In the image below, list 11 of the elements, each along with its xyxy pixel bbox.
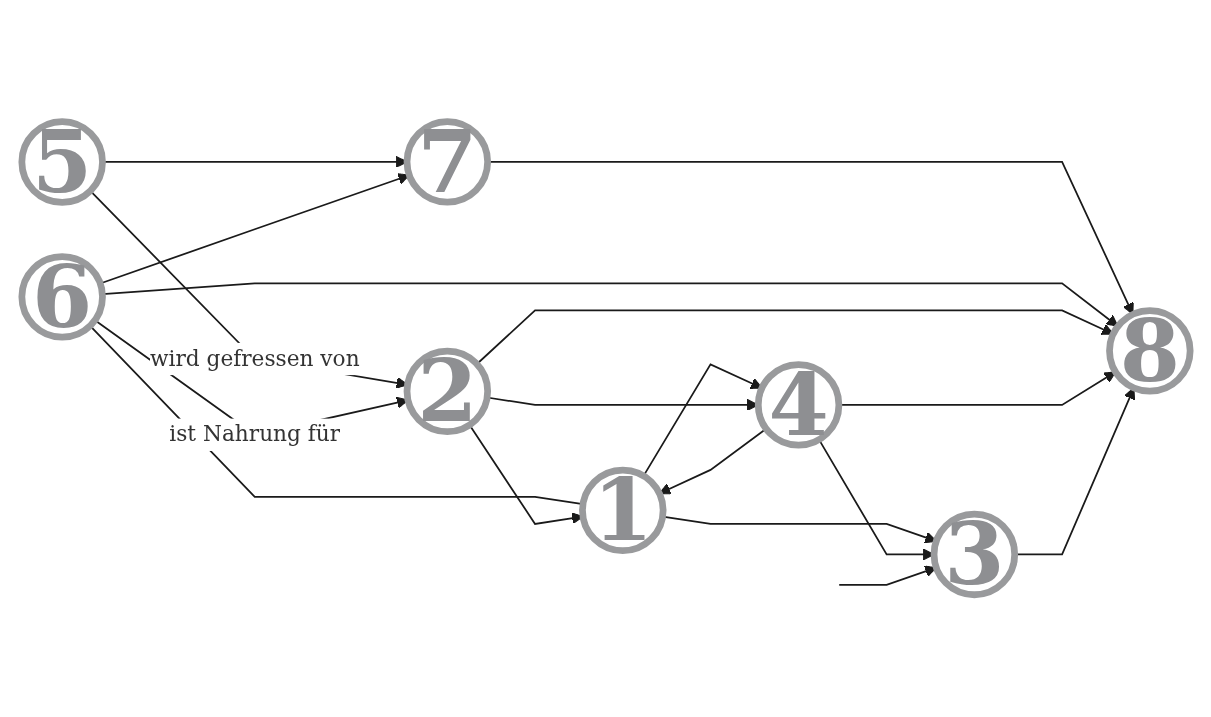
arrow [837, 565, 937, 587]
node-circle: 7 [403, 118, 491, 206]
edge-label: wird gefressen von [149, 345, 360, 372]
node-circle: 4 [754, 361, 842, 449]
node-circle: 5 [17, 118, 106, 207]
node-circle: 6 [17, 253, 106, 341]
node-circle: 3 [930, 511, 1018, 599]
node-circle: 8 [1105, 307, 1194, 395]
node-circle: 2 [403, 348, 491, 436]
edge-label: ist Nahrung für [168, 421, 340, 448]
node-circle: 1 [578, 467, 666, 555]
